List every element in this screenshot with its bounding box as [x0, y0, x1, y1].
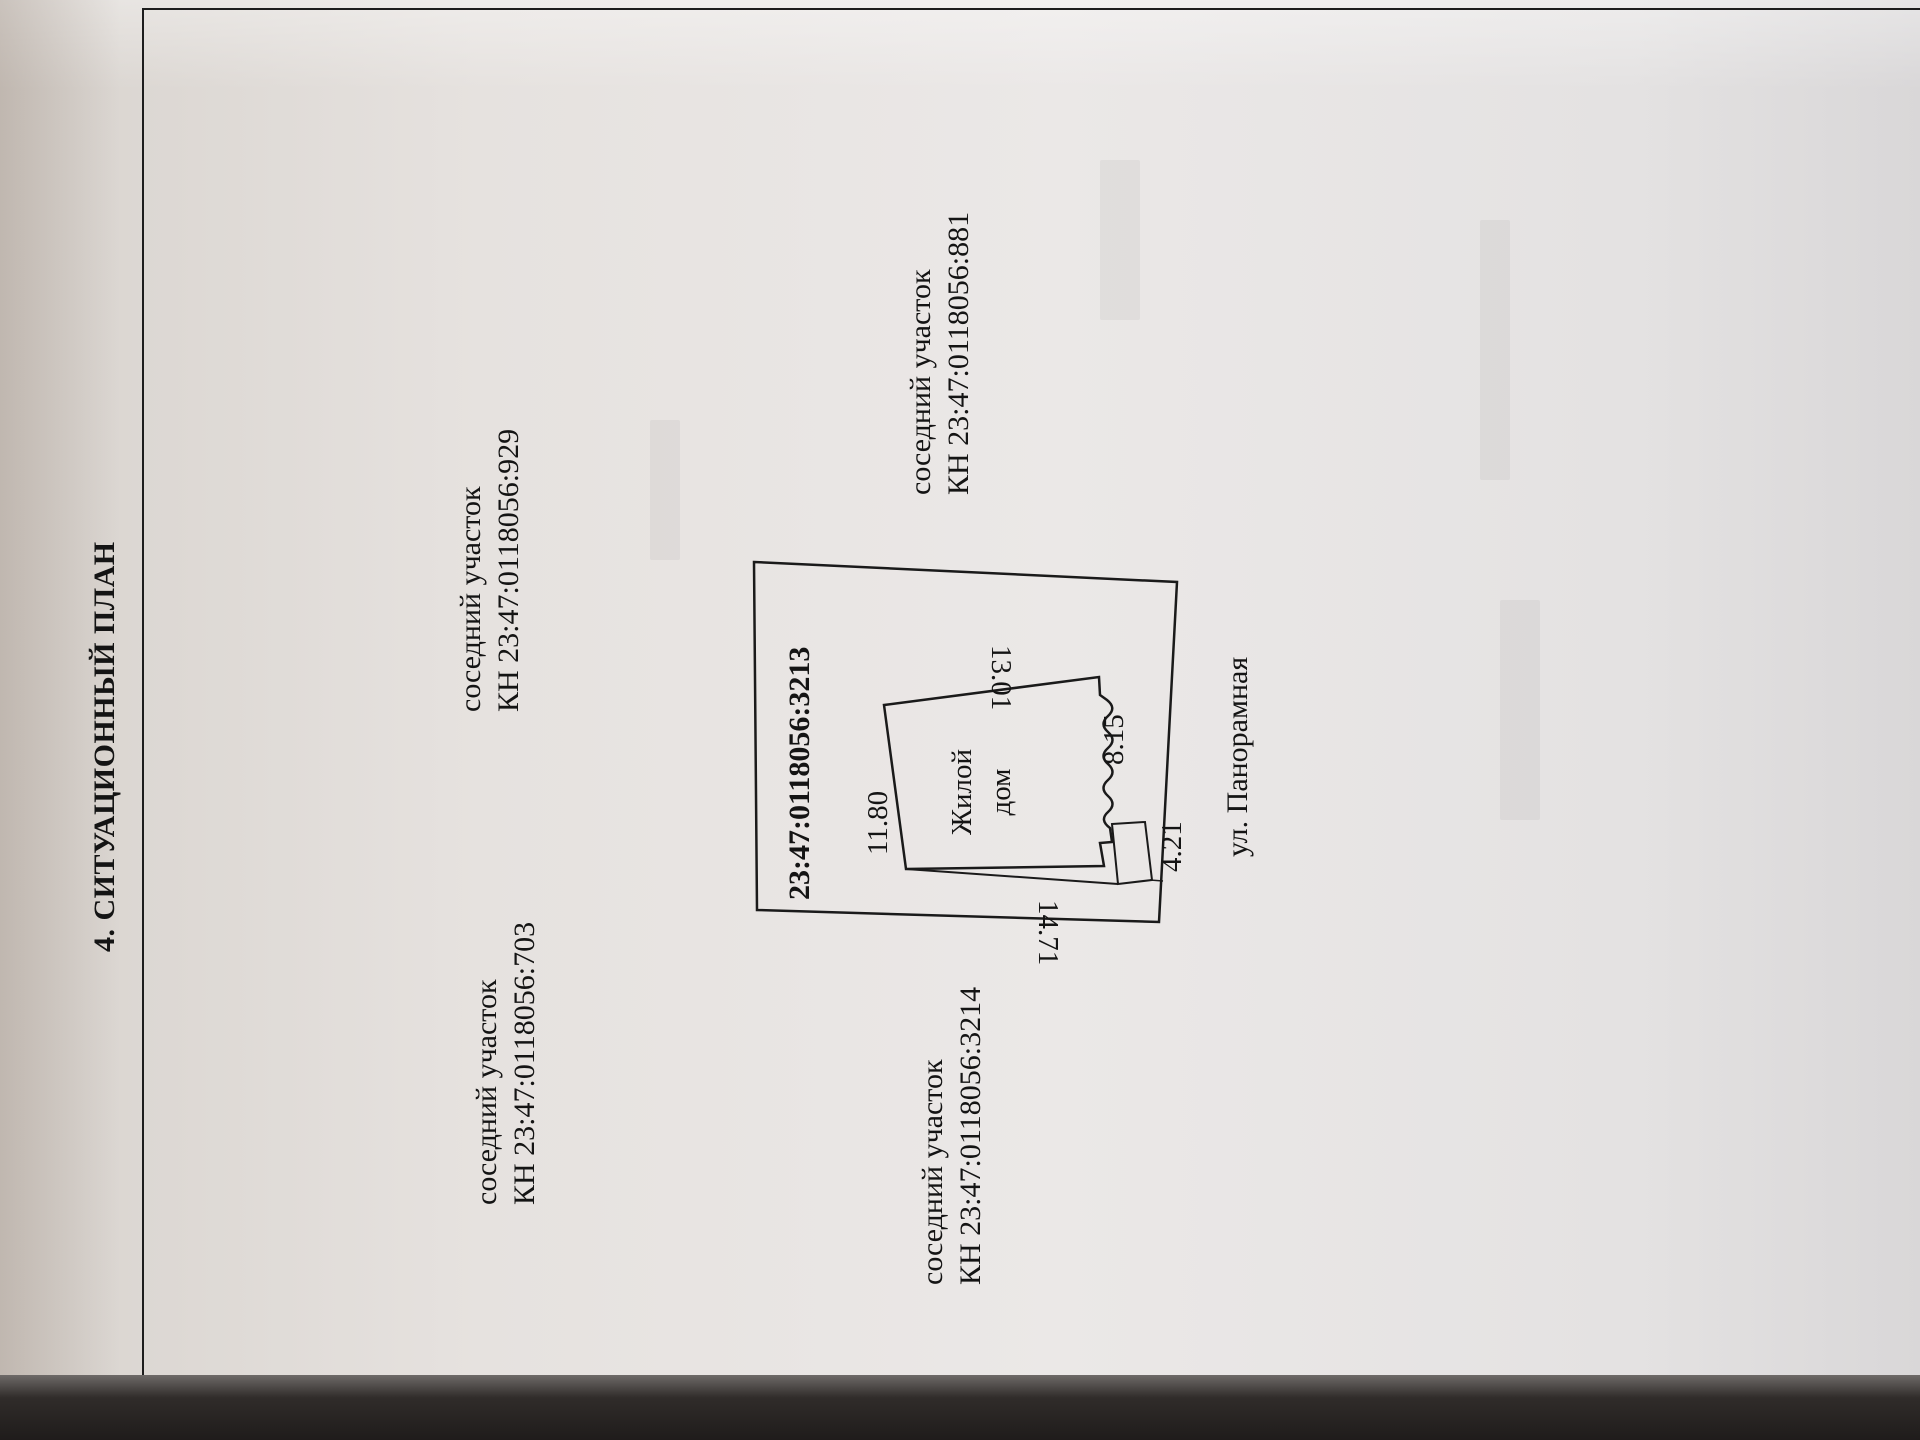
desk-surface	[0, 1375, 1920, 1440]
neighbor-label: соседний участок	[916, 1059, 949, 1285]
dimension-label: 4.21	[1156, 821, 1188, 872]
house-wall-line	[905, 868, 1119, 885]
neighbor-cadastral: КН 23:47:0118056:881	[942, 211, 975, 495]
house-label: Жилой дом	[946, 749, 1017, 835]
dimension-label: 14.71	[1032, 900, 1064, 966]
neighbor-label: соседний участок	[904, 269, 937, 495]
neighbor-3214: соседний участок КН 23:47:0118056:3214	[916, 986, 987, 1285]
neighbor-label: соседний участок	[454, 486, 487, 712]
show-through-mark	[1500, 600, 1540, 820]
neighbor-703: соседний участок КН 23:47:0118056:703	[470, 921, 541, 1205]
show-through-mark	[1100, 160, 1140, 320]
neighbor-cadastral: КН 23:47:0118056:703	[508, 921, 541, 1205]
house-label-line1: Жилой	[946, 749, 978, 835]
house-outline	[882, 675, 1114, 871]
neighbor-881: соседний участок КН 23:47:0118056:881	[904, 211, 975, 495]
dimension-label: 8.15	[1098, 714, 1130, 765]
show-through-mark	[1480, 220, 1510, 480]
parcel-cadastral-number: 23:47:0118056:3213	[783, 646, 816, 900]
neighbor-929: соседний участок КН 23:47:0118056:929	[454, 428, 525, 712]
neighbor-cadastral: КН 23:47:0118056:3214	[954, 986, 987, 1285]
dimension-label: 11.80	[862, 790, 894, 855]
dimension-tick	[1149, 879, 1164, 882]
paper-shading	[0, 0, 1920, 90]
house-label-line2: дом	[985, 768, 1017, 816]
show-through-mark	[650, 420, 680, 560]
dimension-label: 13.01	[985, 645, 1017, 711]
neighbor-cadastral: КН 23:47:0118056:929	[492, 428, 525, 712]
parcel-boundary	[752, 560, 1179, 924]
paper-edge-shadow	[0, 0, 120, 1440]
street-label: ул. Панорамная	[1221, 656, 1254, 857]
neighbor-label: соседний участок	[470, 979, 503, 1205]
section-title: 4. СИТУАЦИОННЫЙ ПЛАН	[88, 541, 121, 952]
annex-outline	[1110, 820, 1154, 886]
